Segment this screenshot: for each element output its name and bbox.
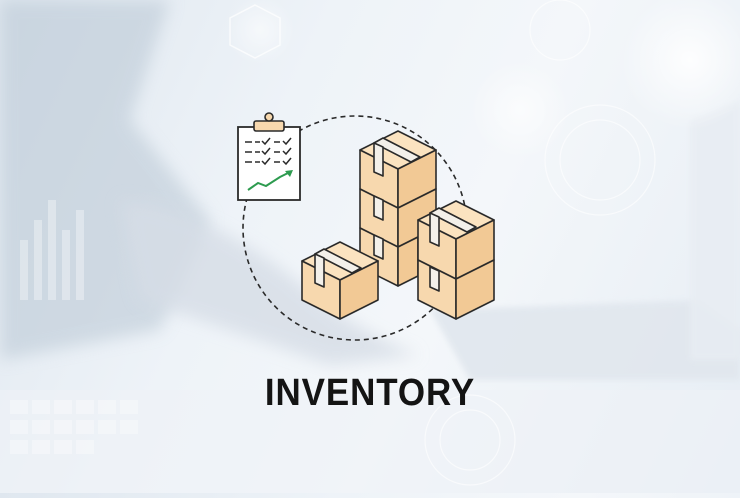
- box-front-left: [301, 241, 379, 320]
- page-title: INVENTORY: [264, 372, 476, 414]
- trend-up-arrow-icon: [247, 170, 293, 191]
- box-right-bottom: [417, 259, 495, 320]
- clipboard-checklist-icon: [237, 112, 301, 201]
- cardboard-boxes-icon: [301, 130, 495, 320]
